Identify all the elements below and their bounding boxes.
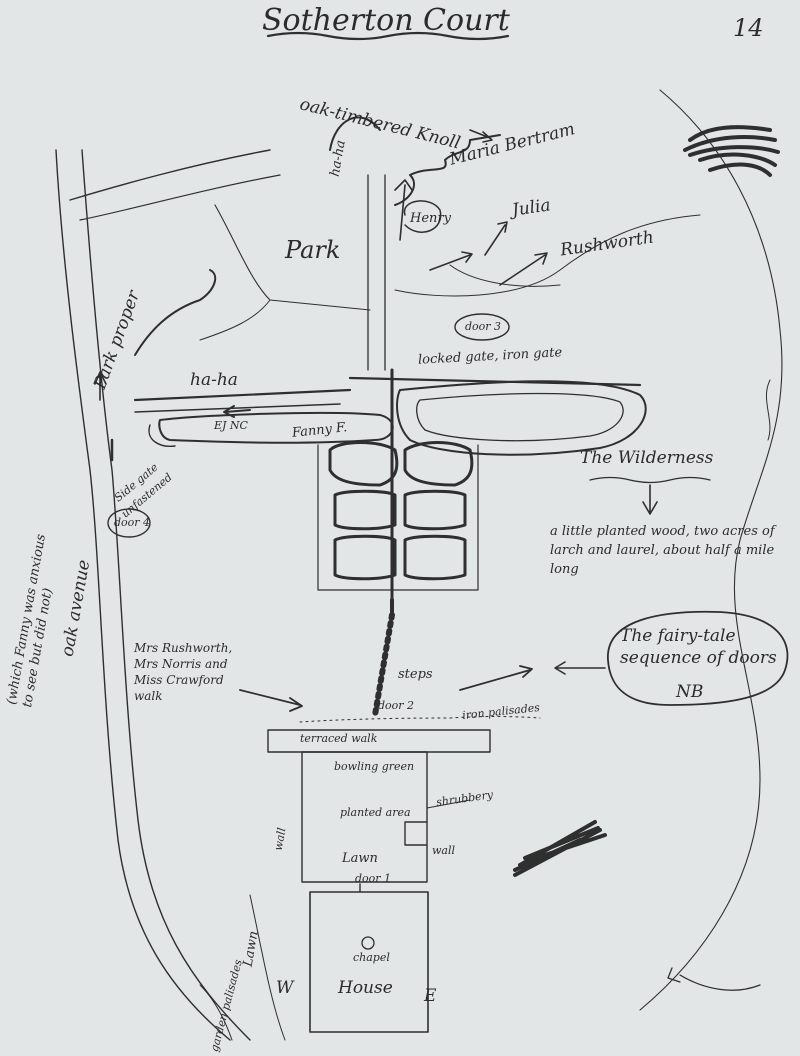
- title-underline: [266, 31, 510, 41]
- left-garden-line-2: [199, 984, 233, 1041]
- door3-label: door 3: [465, 320, 502, 333]
- knoll-to-henry: [394, 179, 413, 241]
- left-road-inner: [81, 149, 251, 1041]
- park-path-3: [394, 214, 701, 297]
- park-proper-arrow: [94, 371, 107, 401]
- park-path-4: [449, 264, 561, 287]
- ladies-arrow: [239, 689, 303, 712]
- park-proper-curve: [134, 269, 217, 356]
- wilderness-oval-outer: [396, 380, 647, 456]
- page-title: Sotherton Court: [262, 3, 510, 38]
- wilderness-oval-inner: [416, 392, 624, 442]
- tree-scribble-top: [683, 125, 780, 177]
- park-path-1: [214, 204, 371, 311]
- henry-label: Henry: [410, 211, 451, 226]
- wilderness-note: a little planted wood, two acres of larc…: [550, 524, 775, 577]
- house-label: House: [338, 978, 393, 998]
- left-enclosure: [158, 411, 394, 444]
- steps-line: [372, 612, 395, 718]
- ladies-note: Mrs Rushworth, Mrs Norris and Miss Crawf…: [134, 641, 233, 703]
- left-enclosure-inner: [148, 424, 176, 447]
- door2-label: door 2: [378, 699, 415, 712]
- chapel-circle: [361, 936, 375, 950]
- steps-arrow: [459, 665, 533, 691]
- ha-ha-label: ha-ha: [190, 370, 238, 390]
- wilderness-label: The Wilderness: [580, 448, 714, 468]
- bottom-right-arrow: [667, 967, 761, 991]
- page-number: 14: [733, 14, 764, 42]
- fairy-arrow: [554, 661, 606, 675]
- shrubbery-line: [426, 799, 471, 809]
- terrace-walk-label: terraced walk: [300, 732, 378, 745]
- julia-arrow: [484, 221, 508, 256]
- right-boundary: [639, 89, 783, 1011]
- road-branch: [69, 149, 271, 201]
- tree-scribble-bottom: [513, 820, 607, 877]
- fairy-tale-label: The fairy-tale sequence of doors: [620, 626, 777, 668]
- henry-loop: [403, 200, 442, 233]
- wall-right-label: wall: [432, 844, 456, 857]
- planted-area-label: planted area: [340, 806, 411, 819]
- west-label: W: [276, 978, 294, 998]
- shrubbery-notch: [404, 821, 428, 846]
- door4-label: door 4: [114, 516, 151, 529]
- left-garden-line: [249, 894, 286, 1041]
- house-rect: [309, 891, 429, 1033]
- ej-nc-label: EJ NC: [214, 419, 248, 432]
- right-boundary-2: [766, 379, 771, 441]
- wilderness-grid-outer: [317, 444, 479, 591]
- ha-ha-bottom: [134, 403, 341, 413]
- lawn-upper-label: Lawn: [342, 851, 378, 866]
- wilderness-down-arrow: [642, 484, 658, 515]
- rushworth-arrow: [499, 252, 548, 286]
- door4-oval: [107, 508, 151, 538]
- door1-label: door 1: [355, 872, 392, 885]
- path-arrow-left: [429, 251, 473, 271]
- chapel-label: chapel: [353, 951, 390, 964]
- steps-label: steps: [398, 667, 433, 682]
- maria-route: [394, 134, 501, 206]
- left-road-outer: [55, 149, 231, 1041]
- garden-rect: [301, 751, 428, 883]
- bowling-green-label: bowling green: [334, 760, 415, 773]
- knoll-arrow-right: [469, 129, 493, 143]
- fairy-tale-oval: [607, 610, 789, 706]
- park-path-2: [199, 299, 271, 341]
- east-label: E: [424, 986, 437, 1006]
- knoll-arc: [329, 116, 381, 151]
- wilderness-wavy: [589, 476, 711, 484]
- road-branch-2: [79, 174, 281, 221]
- door3-oval: [454, 313, 510, 341]
- wilderness-grid: [328, 441, 474, 581]
- nb-label: NB: [676, 682, 704, 702]
- park-label: Park: [285, 236, 341, 264]
